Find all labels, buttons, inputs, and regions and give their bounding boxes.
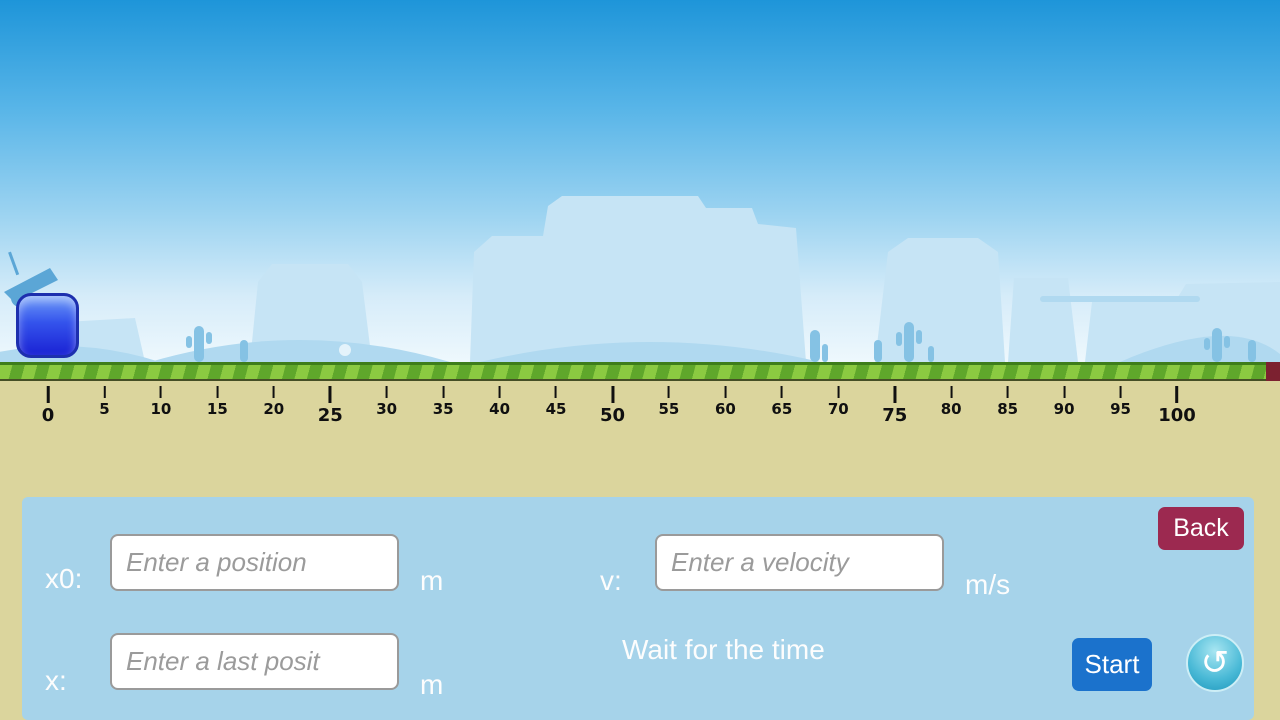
v-label: v: <box>600 565 622 596</box>
ruler-tick: 95 <box>1110 386 1131 418</box>
ruler-tick: 40 <box>489 386 510 418</box>
ruler-tick: 35 <box>433 386 454 418</box>
ruler-tick: 20 <box>263 386 284 418</box>
ruler-tick: 5 <box>99 386 110 418</box>
x0-unit: m <box>420 565 444 596</box>
ruler-tick: 85 <box>997 386 1018 418</box>
ruler-tick: 80 <box>941 386 962 418</box>
ruler-tick: 15 <box>207 386 228 418</box>
ruler-tick: 50 <box>600 386 625 426</box>
ruler: 0 5 10 15 20 25 30 35 40 45 50 55 60 65 70 75 80 85 90 95 10… <box>0 386 1280 450</box>
ruler-tick: 45 <box>546 386 566 418</box>
wait-for-time-text: Wait for the time <box>622 634 825 665</box>
reset-button[interactable]: ↺ <box>1186 634 1244 692</box>
ruler-tick: 100 <box>1158 386 1196 426</box>
ruler-tick: 10 <box>150 386 171 418</box>
desert-scenery <box>0 196 1280 362</box>
ruler-tick: 70 <box>828 386 849 418</box>
v-unit: m/s <box>965 569 1011 600</box>
end-marker <box>1266 362 1280 381</box>
control-panel: Back x0: m v: m/s x: m Wait for the time… <box>22 497 1254 720</box>
player-box <box>16 293 79 358</box>
ruler-tick: 25 <box>318 386 343 426</box>
ruler-tick: 55 <box>659 386 679 418</box>
back-button[interactable]: Back <box>1158 507 1244 550</box>
x-input[interactable] <box>110 633 399 690</box>
ruler-tick: 0 <box>42 386 54 426</box>
ruler-tick: 65 <box>771 386 792 418</box>
ruler-tick: 75 <box>882 386 907 426</box>
ruler-tick: 30 <box>376 386 397 418</box>
ground-strip <box>0 362 1280 381</box>
reset-icon: ↺ <box>1200 643 1230 683</box>
v-input[interactable] <box>655 534 944 591</box>
x-label: x: <box>45 665 67 696</box>
ruler-tick: 90 <box>1054 386 1075 418</box>
x-unit: m <box>420 669 444 700</box>
ruler-tick: 60 <box>715 386 736 418</box>
start-button[interactable]: Start <box>1072 638 1152 691</box>
x0-label: x0: <box>45 563 83 594</box>
x0-input[interactable] <box>110 534 399 591</box>
